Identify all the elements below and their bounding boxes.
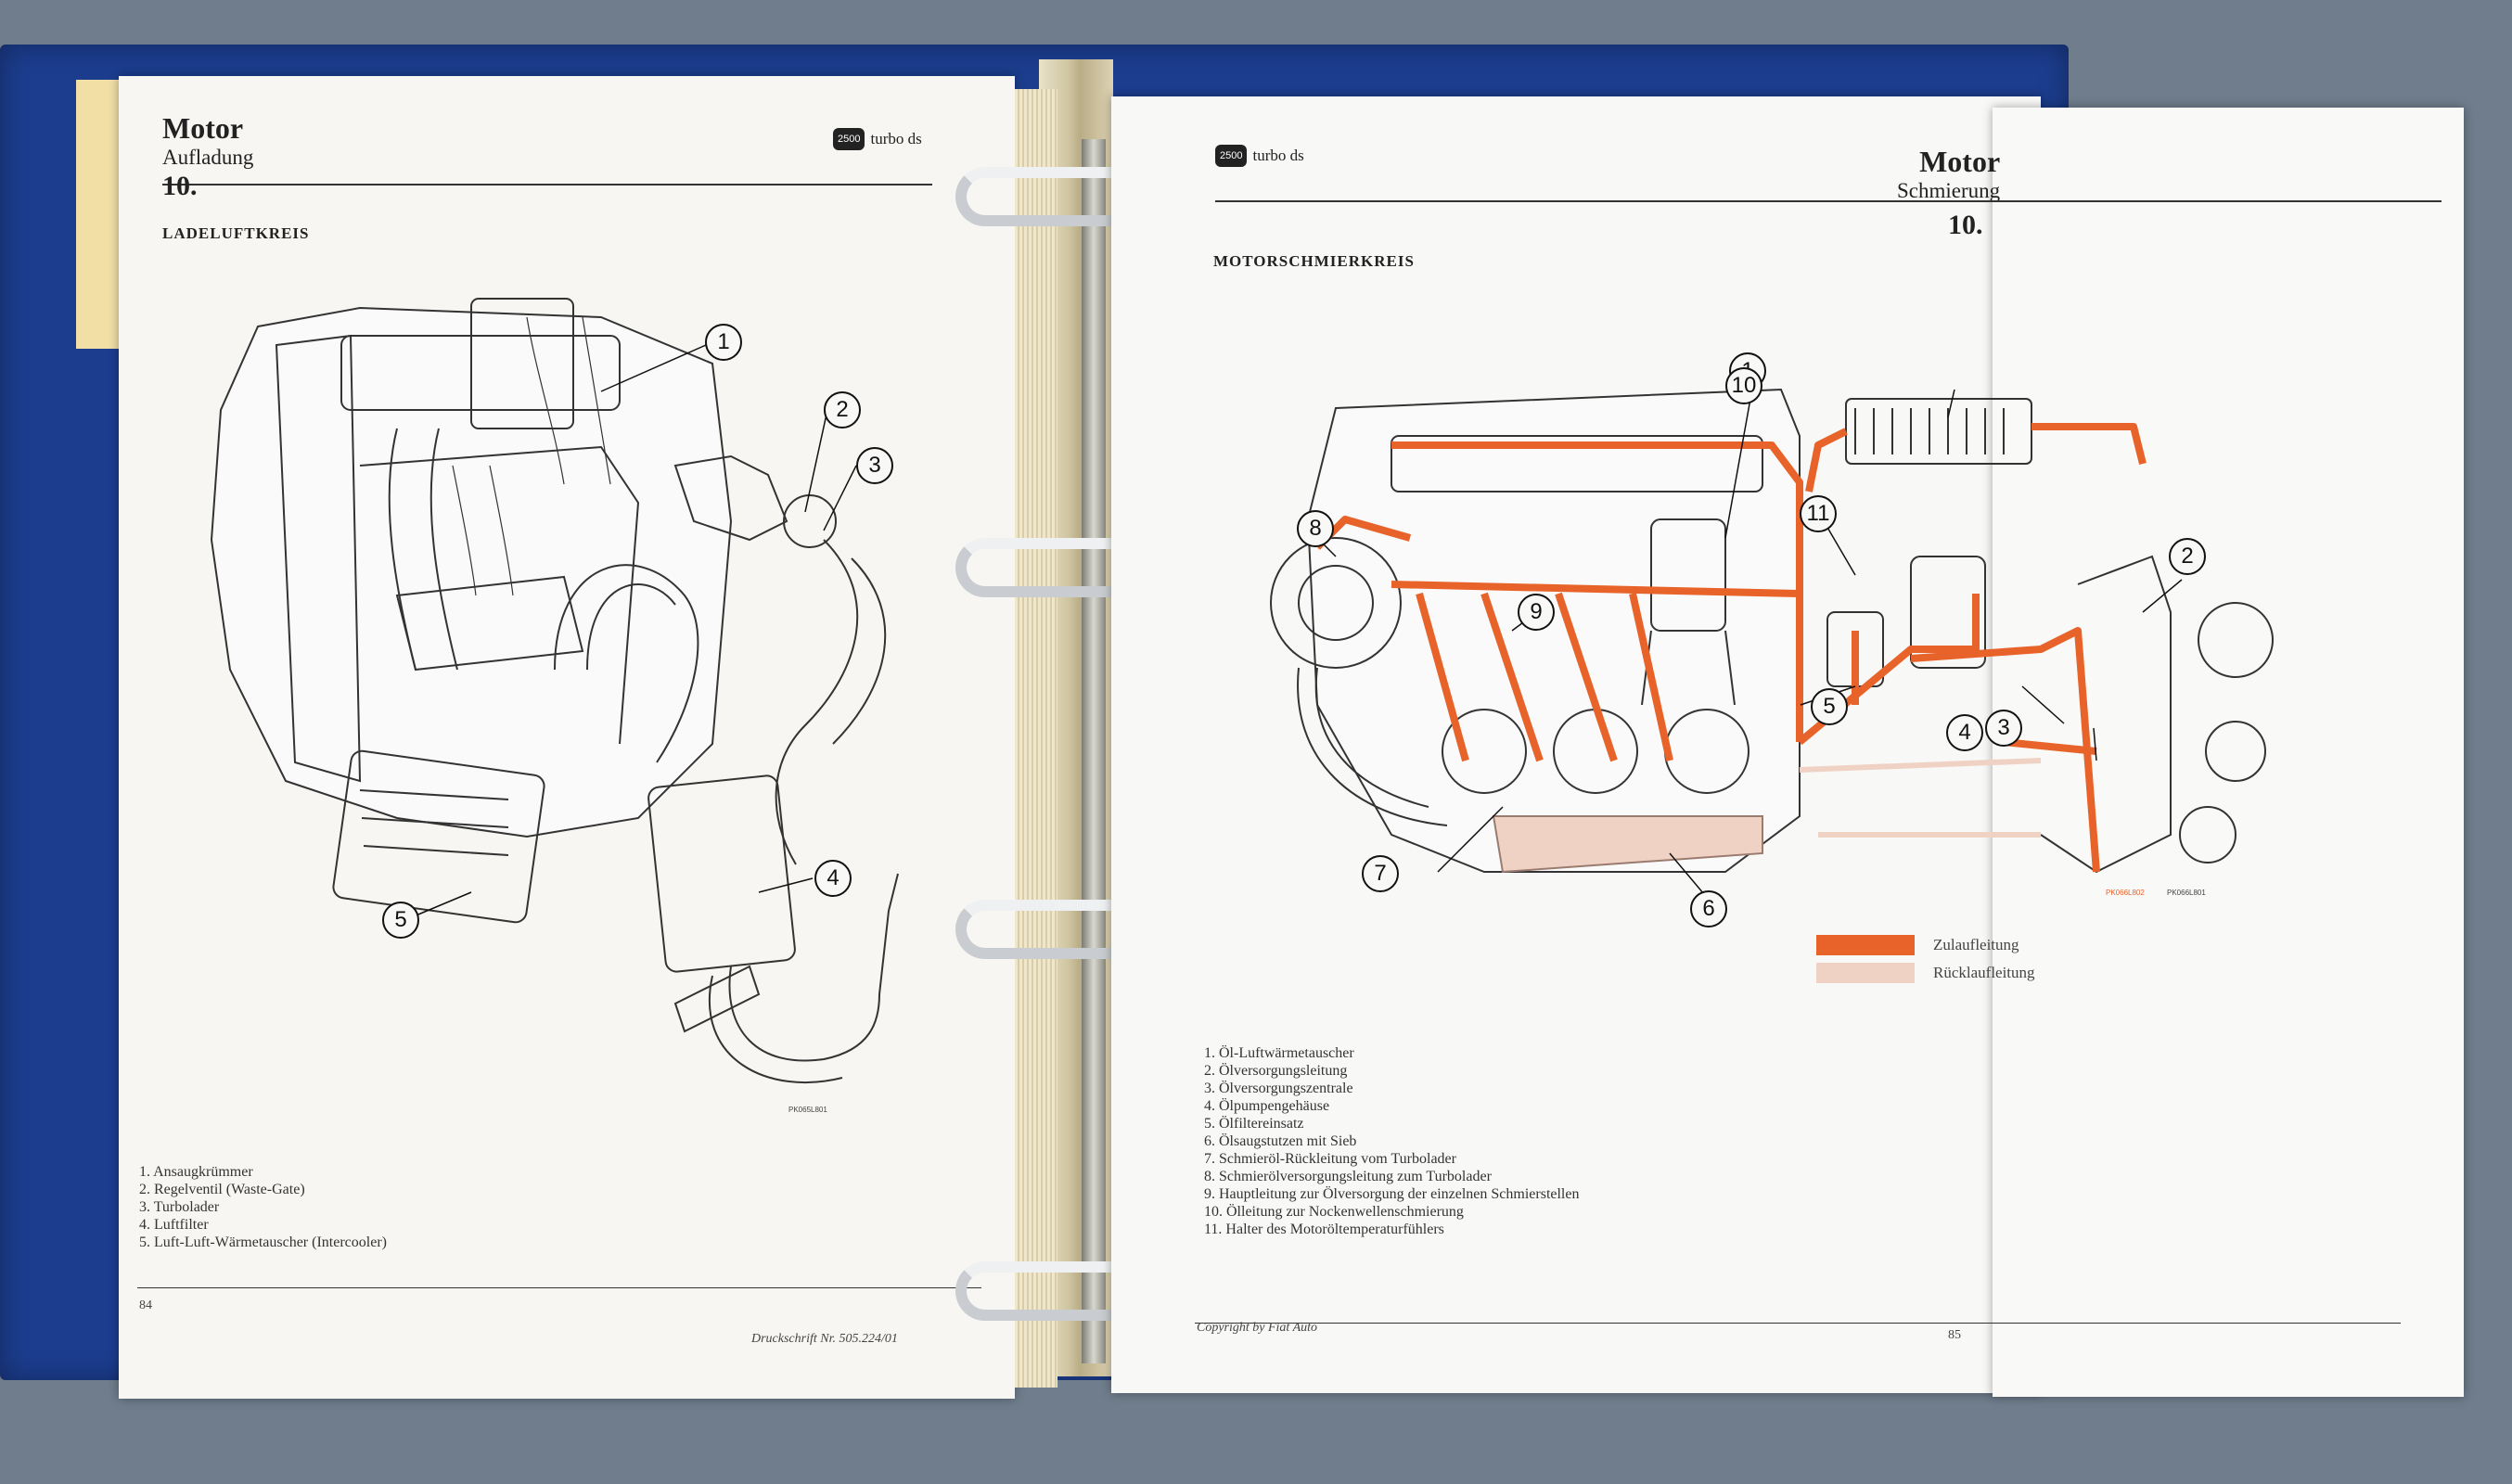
- legend-item: 8. Schmierölversorgungsleitung zum Turbo…: [1204, 1169, 1492, 1184]
- binder-rod: [1082, 139, 1106, 1363]
- callout-3: 3: [856, 447, 893, 484]
- right-logo: 2500 turbo ds: [1215, 145, 1304, 167]
- left-header-rule: [162, 184, 932, 186]
- right-figure-code-2: PK066L801: [2167, 889, 2206, 897]
- legend-item: 4. Ölpumpengehäuse: [1204, 1098, 1330, 1114]
- right-footer-rule: [1195, 1323, 2401, 1324]
- right-legend: 1. Öl-Luftwärmetauscher 2. Ölversorgungs…: [1204, 1044, 1579, 1238]
- left-footer-rule: [137, 1287, 981, 1288]
- left-legend: 1. Ansaugkrümmer 2. Regelventil (Waste-G…: [139, 1163, 387, 1251]
- callout-r9: 9: [1518, 594, 1555, 631]
- left-page: Motor Aufladung 10. 2500 turbo ds LADELU…: [119, 76, 1015, 1399]
- right-header: Motor Schmierung: [1897, 145, 2000, 203]
- logo-badge: 2500: [833, 128, 865, 150]
- callout-r3: 3: [1985, 710, 2022, 747]
- right-subtitle: Schmierung: [1897, 179, 2001, 202]
- callout-r5: 5: [1811, 688, 1848, 725]
- supply-swatch: [1816, 935, 1915, 955]
- legend-item: 4. Luftfilter: [139, 1217, 209, 1233]
- callout-2: 2: [824, 391, 861, 429]
- right-page-number: 85: [1948, 1328, 1961, 1342]
- left-header: Motor Aufladung: [162, 111, 253, 170]
- legend-item: 1. Ansaugkrümmer: [139, 1164, 253, 1180]
- legend-item: 9. Hauptleitung zur Ölversorgung der ein…: [1204, 1186, 1580, 1202]
- right-header-rule: [1215, 200, 2442, 202]
- callout-r8: 8: [1297, 510, 1334, 547]
- right-footer: Copyright by Fiat Auto: [1197, 1321, 1318, 1335]
- right-title: Motor: [1919, 145, 2001, 178]
- left-page-number: 84: [139, 1298, 152, 1312]
- legend-item: 6. Ölsaugstutzen mit Sieb: [1204, 1133, 1357, 1149]
- right-chapter: 10.: [1948, 210, 1983, 240]
- legend-item: 2. Regelventil (Waste-Gate): [139, 1182, 305, 1197]
- legend-item: 5. Ölfiltereinsatz: [1204, 1116, 1304, 1132]
- logo-text: turbo ds: [870, 130, 922, 147]
- callout-r7: 7: [1362, 855, 1399, 892]
- lubrication-circuit-illustration: [1270, 388, 2274, 901]
- callout-r10: 10: [1725, 367, 1762, 404]
- key-supply-line: Zulaufleitung: [1816, 935, 2019, 955]
- legend-item: 3. Ölversorgungszentrale: [1204, 1081, 1353, 1096]
- left-section-title: LADELUFTKREIS: [162, 224, 310, 242]
- legend-item: 11. Halter des Motoröltemperaturfühlers: [1204, 1222, 1444, 1237]
- legend-item: 2. Ölversorgungsleitung: [1204, 1063, 1348, 1079]
- return-swatch: [1816, 963, 1915, 983]
- legend-item: 5. Luft-Luft-Wärmetauscher (Intercooler): [139, 1235, 387, 1250]
- logo-text: turbo ds: [1252, 147, 1304, 164]
- left-footer: Druckschrift Nr. 505.224/01: [751, 1332, 898, 1346]
- callout-1: 1: [705, 324, 742, 361]
- callout-4: 4: [814, 860, 852, 897]
- right-figure-code-1: PK066L802: [2106, 889, 2145, 897]
- intake-engine-illustration: [210, 298, 899, 1084]
- left-chapter: 10.: [162, 171, 198, 201]
- legend-item: 7. Schmieröl-Rückleitung vom Turbolader: [1204, 1151, 1456, 1167]
- legend-item: 1. Öl-Luftwärmetauscher: [1204, 1045, 1354, 1061]
- page-edges: [1015, 89, 1057, 1388]
- left-figure-code: PK065L801: [788, 1106, 827, 1114]
- supply-label: Zulaufleitung: [1933, 936, 2019, 953]
- left-title: Motor: [162, 111, 244, 145]
- callout-r11: 11: [1800, 495, 1837, 532]
- legend-item: 3. Turbolader: [139, 1199, 220, 1215]
- callout-r2: 2: [2169, 538, 2206, 575]
- left-subtitle: Aufladung: [162, 146, 254, 169]
- legend-item: 10. Ölleitung zur Nockenwellenschmierung: [1204, 1204, 1464, 1220]
- key-return-line: Rücklaufleitung: [1816, 963, 2035, 983]
- callout-r6: 6: [1690, 890, 1727, 928]
- right-section-title: MOTORSCHMIERKREIS: [1213, 252, 1415, 270]
- callout-5: 5: [382, 902, 419, 939]
- return-label: Rücklaufleitung: [1933, 964, 2035, 981]
- logo-badge: 2500: [1215, 145, 1248, 167]
- callout-r4: 4: [1946, 714, 1983, 751]
- left-logo: 2500 turbo ds: [833, 128, 922, 150]
